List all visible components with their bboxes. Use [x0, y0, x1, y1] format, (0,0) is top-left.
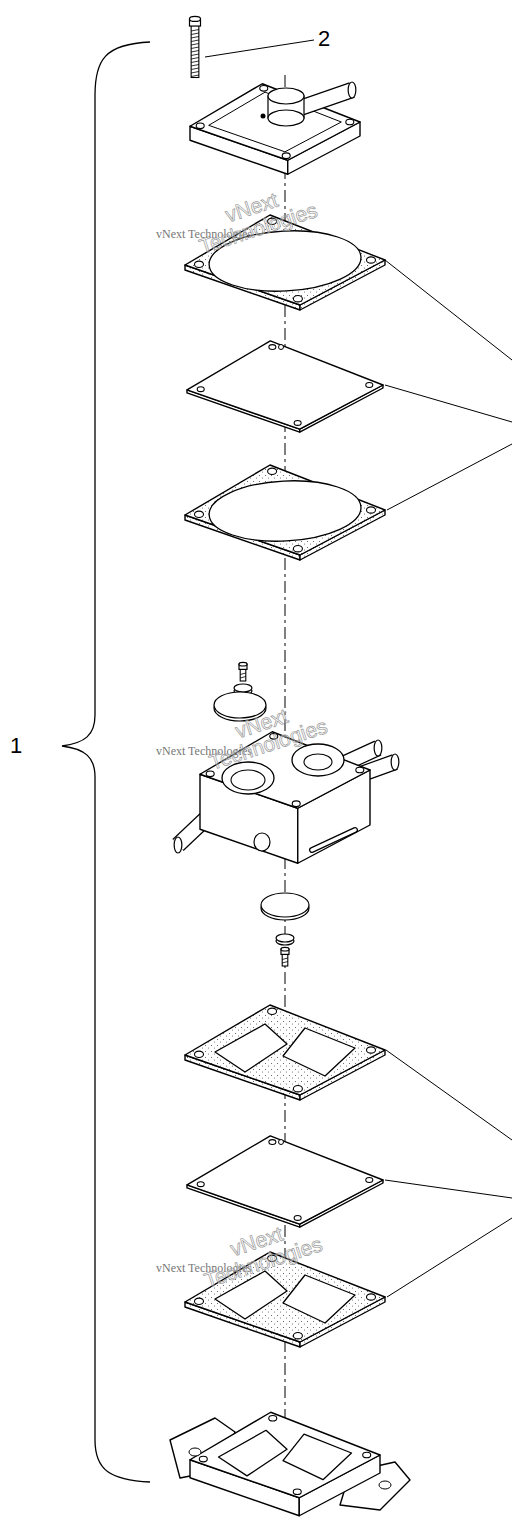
bolt-hole: [260, 86, 268, 92]
valve-screw: [281, 947, 289, 966]
bolt-hole: [293, 1489, 301, 1495]
base-window: [283, 1434, 352, 1480]
diaphragm-face: [187, 341, 383, 429]
bolt-hole: [367, 257, 376, 263]
diaphragm-hole: [279, 1140, 284, 1145]
bolt-hole: [197, 1182, 204, 1187]
bolt-hole: [294, 1215, 301, 1220]
bolt-hole: [268, 468, 277, 474]
bolt-hole: [196, 123, 204, 129]
bolt-hole: [293, 296, 302, 302]
valve-washer: [276, 934, 294, 942]
valve-gasket: [185, 1005, 385, 1100]
valve-screw: [239, 662, 247, 681]
pump-base: [170, 1412, 410, 1516]
diaphragm: [187, 341, 383, 432]
gasket-face: [185, 1005, 385, 1095]
leader-line: [386, 1050, 512, 1140]
bolt-hole: [269, 1140, 276, 1145]
leader-line: [387, 1218, 512, 1297]
bolt-hole: [195, 261, 204, 267]
bolt-hole: [197, 387, 204, 392]
bolt-hole: [293, 1086, 302, 1092]
valve-disc: [261, 893, 309, 917]
base-window: [219, 1430, 288, 1476]
gasket-face: [185, 465, 385, 555]
diaphragm-hole: [279, 345, 284, 350]
bolt-hole: [346, 119, 354, 125]
bolt-hole: [199, 1456, 207, 1462]
bolt-hole: [269, 345, 276, 350]
gasket-window: [283, 1028, 355, 1076]
diaphragm: [187, 1136, 383, 1227]
leader-line: [385, 260, 512, 360]
leader-line: [385, 385, 512, 422]
bolt-hole: [356, 767, 364, 773]
bolt-hole: [367, 1294, 376, 1300]
cover-face: [190, 84, 360, 161]
bolt-hole: [363, 1452, 371, 1458]
bolt-hole: [282, 153, 290, 159]
base-face: [190, 1412, 380, 1498]
bolt-hole: [195, 511, 204, 517]
valve-washer: [234, 684, 252, 692]
bolt-hole: [293, 546, 302, 552]
bolt-hole: [294, 420, 301, 425]
assembly-bracket: [62, 42, 150, 1482]
bolt-hole: [367, 1047, 376, 1053]
callout-number: 1: [10, 735, 22, 757]
bolt-hole: [366, 1178, 373, 1183]
leader-line: [387, 444, 512, 510]
bolt-hole: [269, 1415, 277, 1421]
callout-number: 2: [318, 28, 330, 50]
gasket-window: [215, 1024, 287, 1072]
diaphragm-face: [187, 1136, 383, 1224]
cover-screw: [190, 16, 201, 77]
bolt-hole: [366, 383, 373, 388]
bolt-hole: [293, 1333, 302, 1339]
bolt-hole: [268, 1008, 277, 1014]
gasket-opening: [208, 477, 363, 545]
pump-cover: [190, 82, 360, 174]
leader-line: [205, 40, 314, 57]
bolt-hole: [367, 507, 376, 513]
gasket-window: [283, 1275, 355, 1323]
leader-line: [385, 1180, 512, 1198]
bolt-hole: [195, 1051, 204, 1057]
round-gasket: [185, 465, 385, 560]
bolt-hole: [195, 1298, 204, 1304]
bolt-hole: [292, 801, 300, 807]
